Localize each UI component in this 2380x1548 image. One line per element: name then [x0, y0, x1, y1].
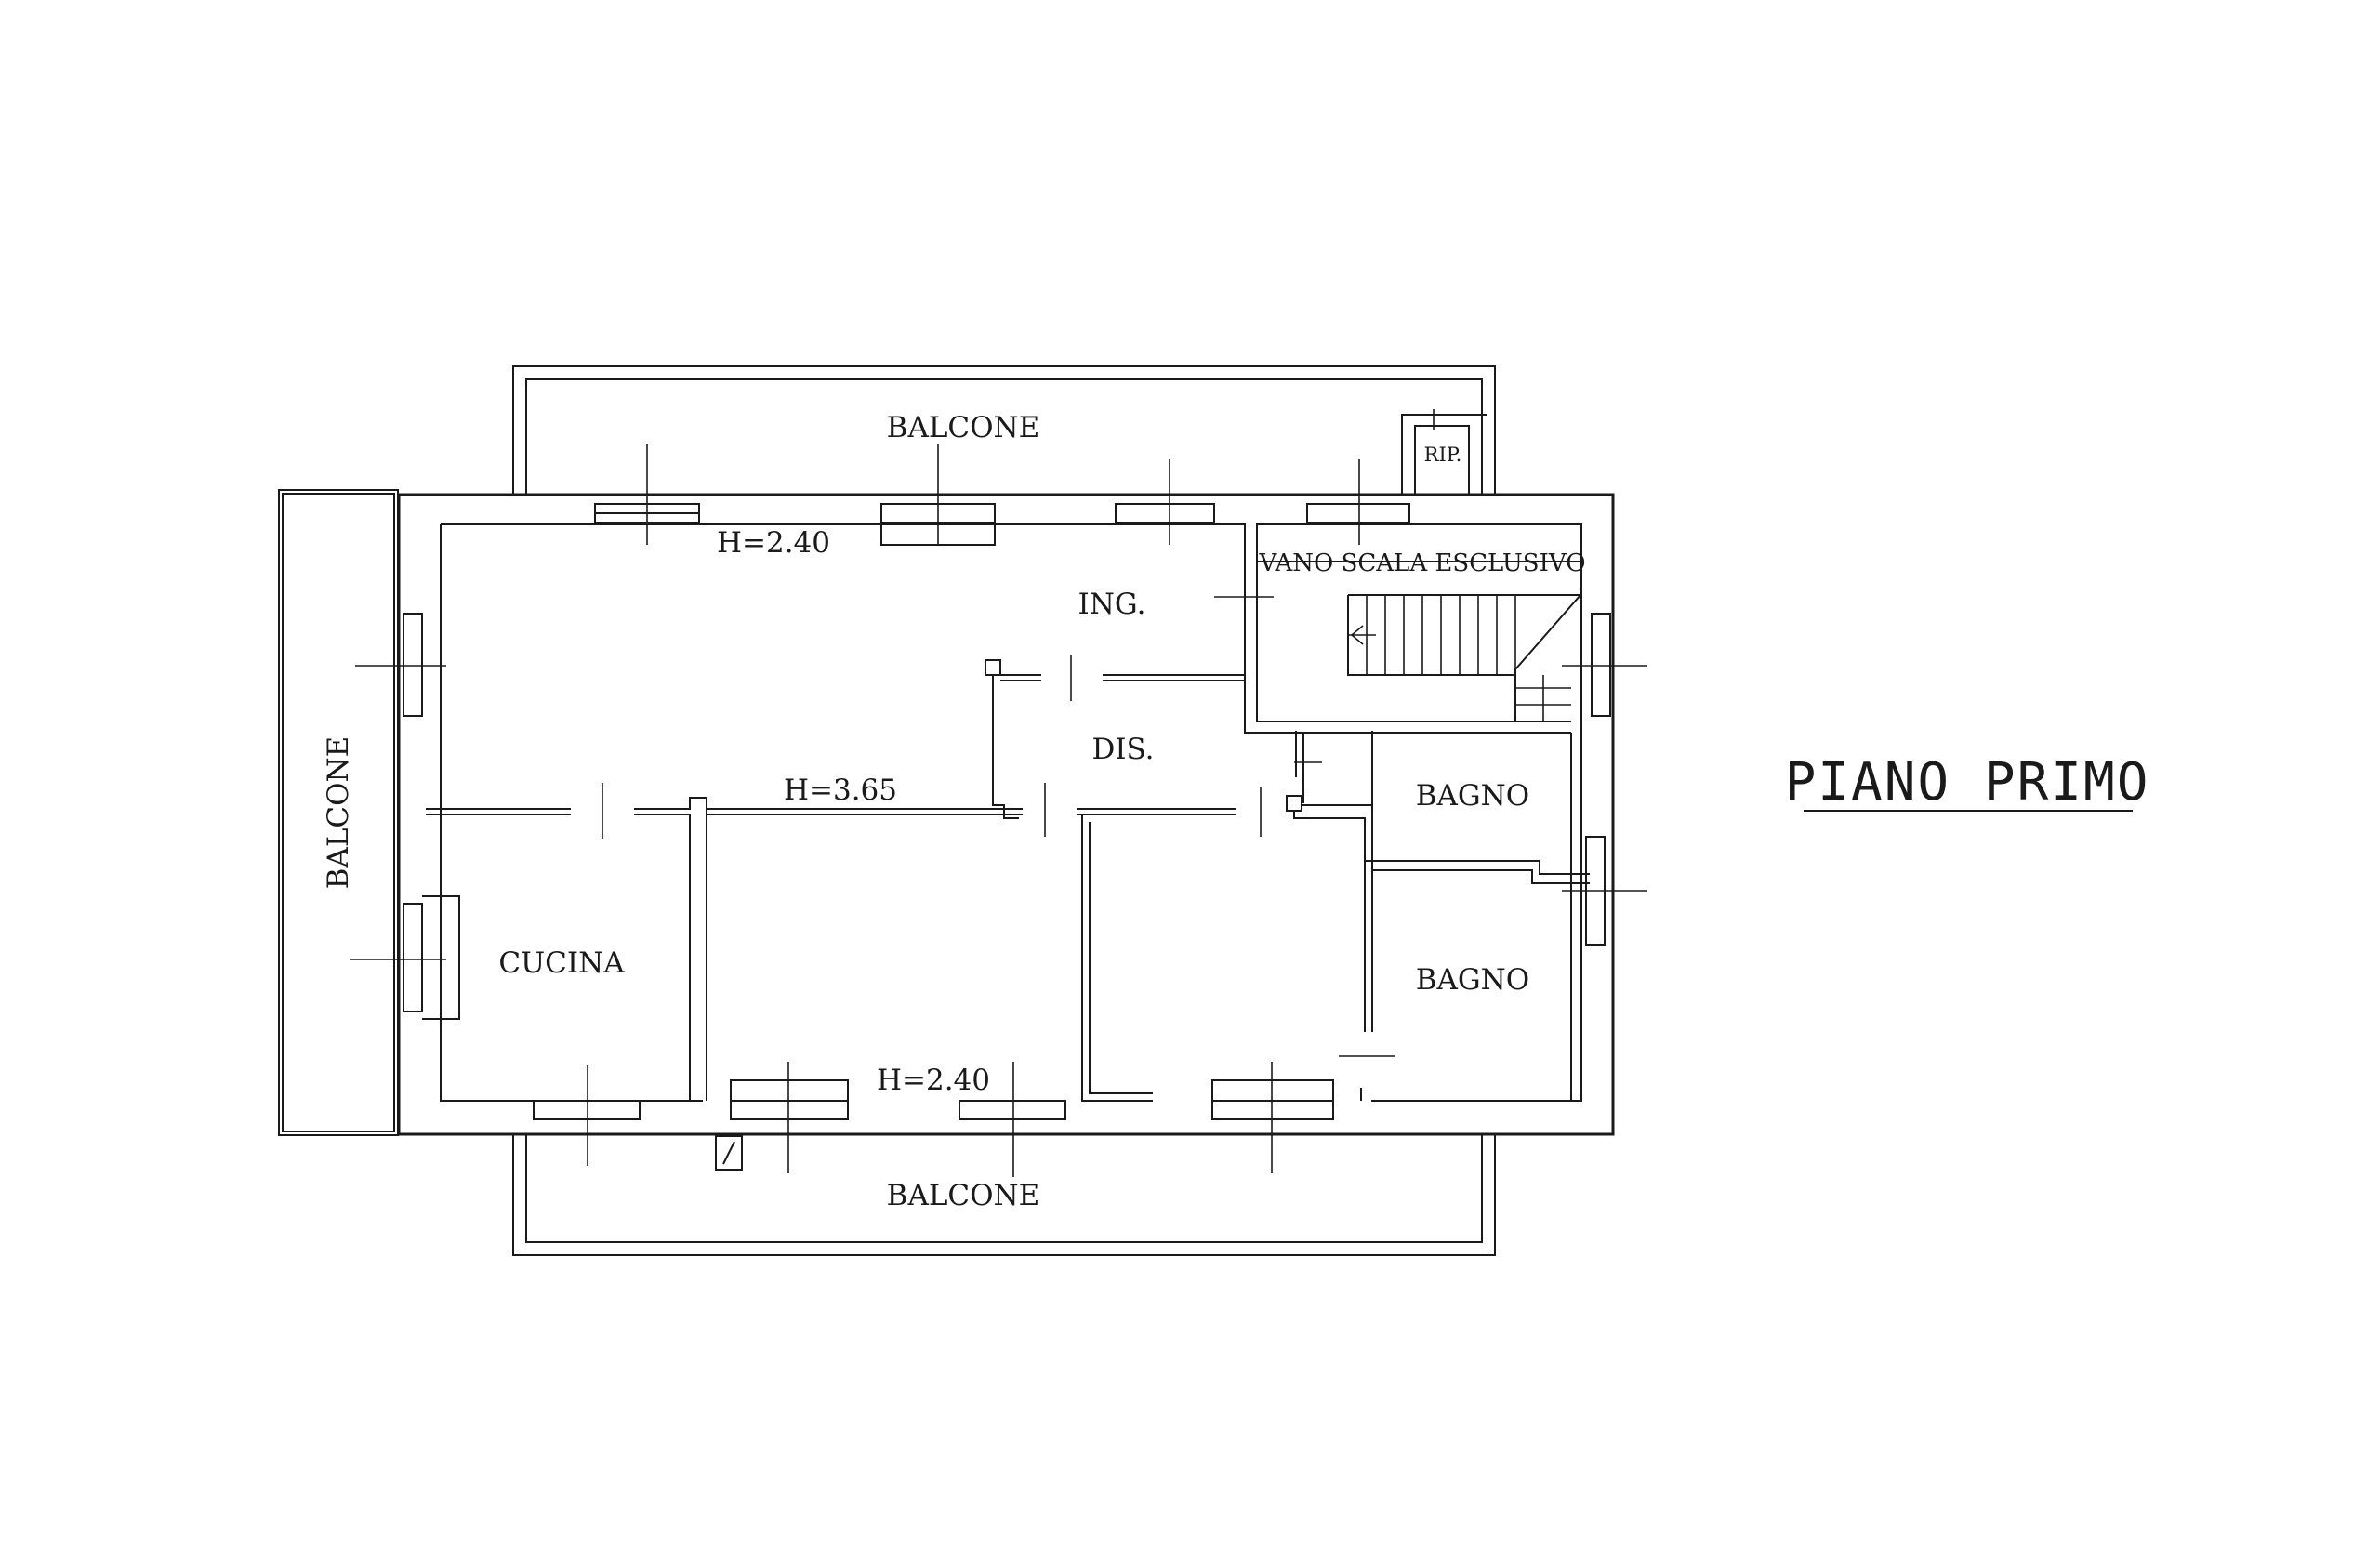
stair-label: VANO SCALA ESCLUSIVO — [1258, 549, 1585, 577]
windows-bottom — [533, 1062, 1334, 1177]
kitchen-label: CUCINA — [498, 946, 625, 980]
bathroom-label-1: BAGNO — [1416, 779, 1529, 813]
storage-label: RIP. — [1424, 443, 1462, 466]
hallway-label: DIS. — [1091, 733, 1154, 766]
balcony-top — [512, 365, 1496, 495]
interior-walls — [426, 561, 1590, 1102]
storage-rip — [1401, 409, 1488, 495]
windows-right — [1562, 613, 1647, 946]
ceiling-height-bottom: H=2.40 — [877, 1064, 990, 1097]
balcony-bottom — [512, 1134, 1496, 1256]
windows-top — [594, 444, 1410, 546]
ceiling-height-middle: H=3.65 — [784, 774, 897, 807]
staircase — [1347, 594, 1583, 721]
windows-left — [350, 613, 460, 1020]
floor-title: PIANO PRIMO — [1785, 752, 2150, 813]
ceiling-height-top: H=2.40 — [717, 526, 830, 560]
balcony-bottom-label: BALCONE — [887, 1179, 1040, 1212]
balcony-top-label: BALCONE — [887, 411, 1040, 444]
balcony-left-label: BALCONE — [322, 736, 355, 890]
bathroom-label-2: BAGNO — [1416, 963, 1529, 997]
entrance-label: ING. — [1078, 588, 1146, 621]
